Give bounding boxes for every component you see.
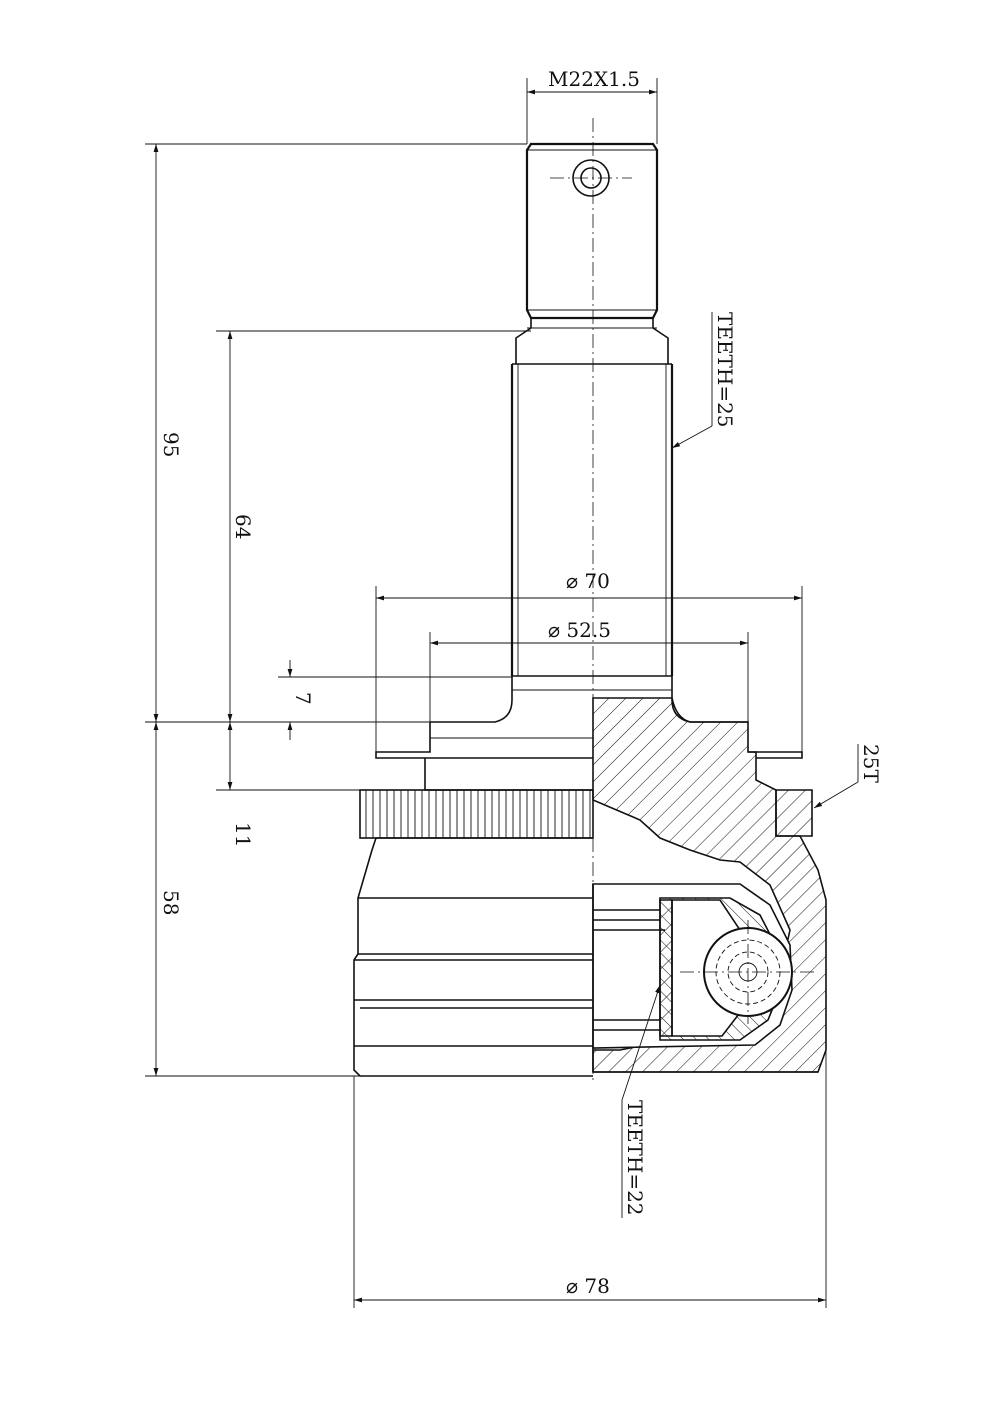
section-view <box>592 697 827 1073</box>
dim-dia-flange: ⌀ 70 <box>375 569 803 752</box>
length-total-label: 95 <box>159 432 183 457</box>
length-shaft-label: 64 <box>231 514 255 539</box>
abs-ring <box>359 789 594 839</box>
abs-25t-label: 25T <box>859 744 883 783</box>
dim-length-shaft: 64 <box>216 330 531 722</box>
dia-flange-label: ⌀ 70 <box>566 569 610 593</box>
dia-body-label: ⌀ 78 <box>566 1274 610 1298</box>
dim-length-total: 95 <box>145 143 527 723</box>
abs-height-label: 11 <box>231 822 255 847</box>
outer-race-body <box>353 837 593 1077</box>
dim-body-height: 58 <box>145 722 360 1077</box>
splined-shaft <box>430 363 748 723</box>
thread-label: M22X1.5 <box>548 67 640 91</box>
teeth-25-label: TEETH=25 <box>713 312 737 428</box>
flange <box>375 722 593 791</box>
flange-offset-label: 7 <box>291 692 315 705</box>
leader-abs-25t: 25T <box>813 744 883 809</box>
dim-thread: M22X1.5 <box>526 67 658 144</box>
dia-seal-label: ⌀ 52.5 <box>548 618 611 642</box>
leader-teeth-22: TEETH=22 <box>621 984 661 1218</box>
dim-dia-seal: ⌀ 52.5 <box>429 618 749 722</box>
teeth-22-label: TEETH=22 <box>623 1100 647 1216</box>
dim-dia-body: ⌀ 78 <box>353 1050 827 1308</box>
leader-teeth-25: TEETH=25 <box>671 312 737 449</box>
dim-flange-offset: 7 <box>278 660 512 740</box>
threaded-end <box>525 142 659 320</box>
dim-abs-height: 11 <box>216 722 425 847</box>
body-height-label: 58 <box>159 890 183 915</box>
